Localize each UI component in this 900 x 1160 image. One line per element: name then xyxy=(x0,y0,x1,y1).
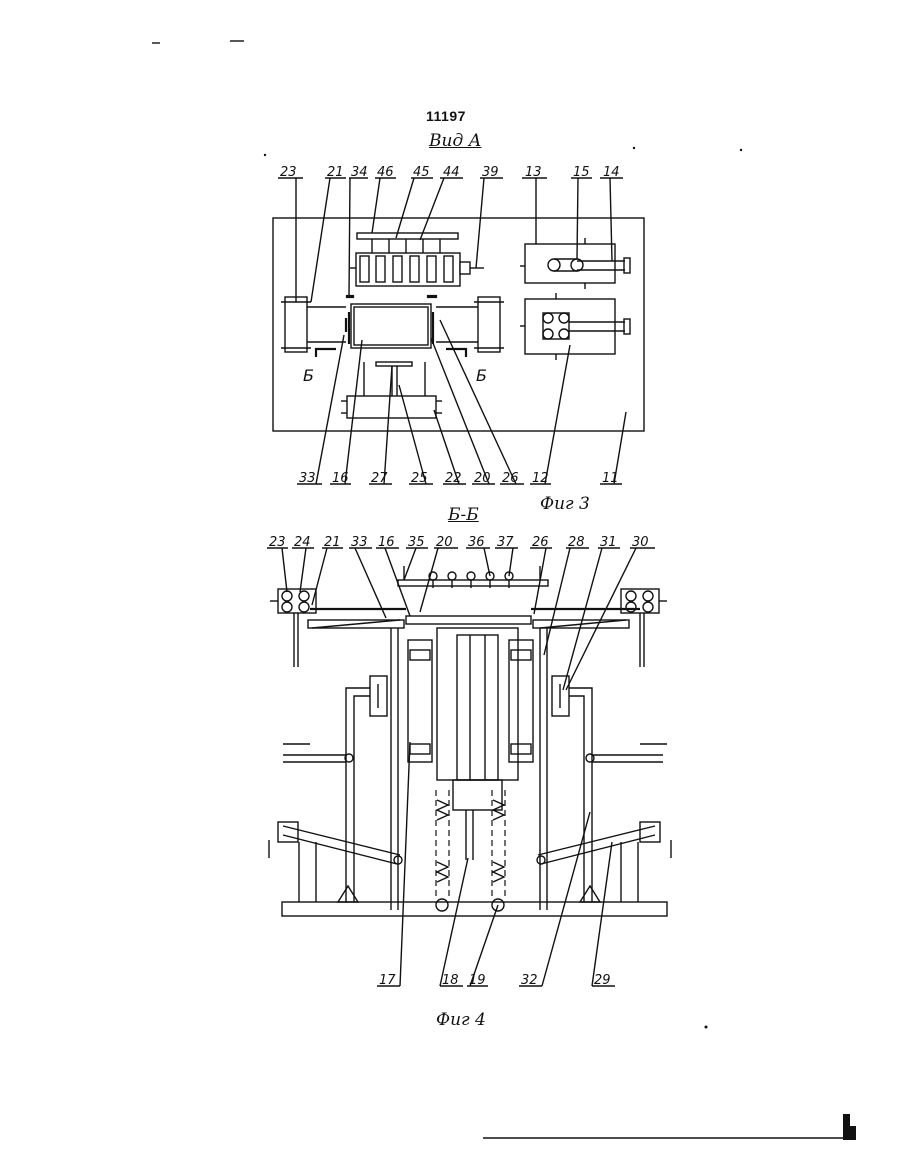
fig4-label: 16 xyxy=(378,535,395,550)
figure-4-section-bb: 23 24 21 33 16 35 20 36 37 26 28 31 30 1… xyxy=(267,535,671,988)
fig4-label: 19 xyxy=(469,973,486,988)
fig3-label: 26 xyxy=(502,471,519,486)
fig4-label: 28 xyxy=(568,535,585,550)
comb-assembly xyxy=(350,233,484,286)
fig3-label: 25 xyxy=(411,471,428,486)
section-mark: Б xyxy=(303,366,314,385)
page-footer-rule xyxy=(483,1114,856,1140)
fig4-label: 32 xyxy=(521,973,538,988)
fig3-label: 16 xyxy=(332,471,349,486)
fig4-label: 31 xyxy=(600,535,617,550)
fig3-label: 22 xyxy=(445,471,462,486)
fig4-label: 29 xyxy=(594,973,611,988)
fig3-label: 27 xyxy=(371,471,388,486)
fig3-label: 21 xyxy=(327,165,344,180)
fig3-label: 33 xyxy=(299,471,316,486)
fig4-label: 26 xyxy=(532,535,549,550)
fig4-label: 20 xyxy=(436,535,453,550)
fig4-label: 18 xyxy=(442,973,459,988)
fig3-label: 13 xyxy=(525,165,542,180)
base-plate-11 xyxy=(273,218,644,431)
figure-3-view-a: 23 21 34 46 45 44 39 13 15 14 Б Б 33 16 … xyxy=(273,165,644,486)
fig4-label: 23 xyxy=(269,535,286,550)
fig3-label: 45 xyxy=(413,165,430,180)
fig4-label: 21 xyxy=(324,535,341,550)
figure-4-leaders xyxy=(267,548,655,690)
fig4-label: 30 xyxy=(632,535,649,550)
fig3-label: 23 xyxy=(280,165,297,180)
section-mark: Б xyxy=(476,366,487,385)
clamp-13 xyxy=(525,244,615,283)
fig4-label: 33 xyxy=(351,535,368,550)
fig3-label: 34 xyxy=(351,165,368,180)
fig3-label: 46 xyxy=(377,165,394,180)
fig3-label: 14 xyxy=(603,165,620,180)
cylinder xyxy=(437,628,518,780)
fig4-label: 36 xyxy=(468,535,485,550)
fig3-label: 12 xyxy=(532,471,549,486)
fig4-label: 35 xyxy=(408,535,425,550)
table-16 xyxy=(351,304,431,348)
fig3-label: 15 xyxy=(573,165,590,180)
fig3-label: 11 xyxy=(602,471,619,486)
fig3-label: 20 xyxy=(474,471,491,486)
fig3-label: 44 xyxy=(443,165,460,180)
fig4-label: 24 xyxy=(294,535,311,550)
base-rail xyxy=(282,902,667,916)
fig3-label: 39 xyxy=(482,165,499,180)
fig4-label: 17 xyxy=(379,973,396,988)
block-23 xyxy=(285,297,307,352)
fig4-label: 37 xyxy=(497,535,514,550)
